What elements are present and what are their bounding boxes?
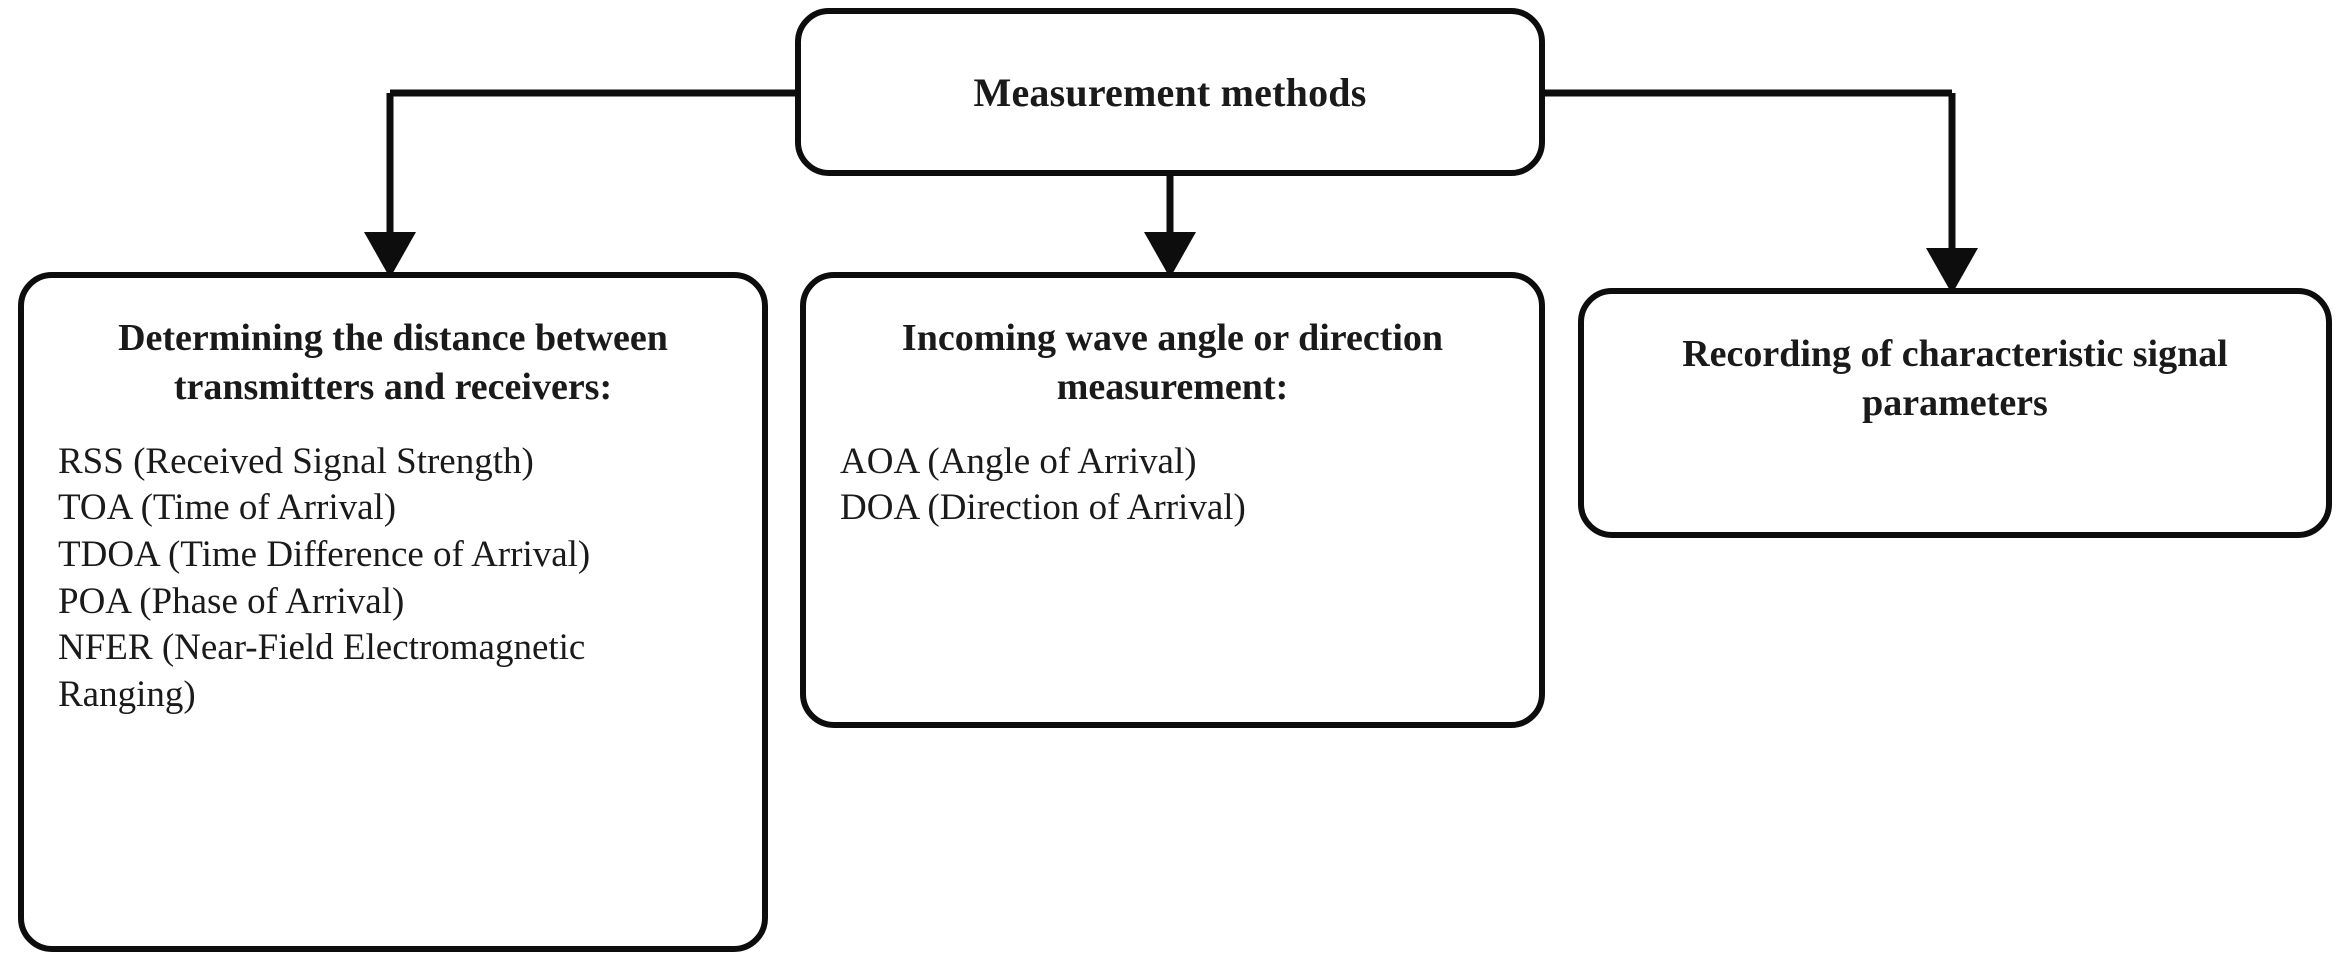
list-item: AOA (Angle of Arrival) <box>840 440 1197 482</box>
list-item: NFER (Near-Field Electromagnetic Ranging… <box>58 627 586 715</box>
branch-heading-signal-parameters: Recording of characteristic signal param… <box>1682 333 2228 425</box>
root-node[interactable]: Measurement methods <box>795 8 1545 176</box>
list-item: DOA (Direction of Arrival) <box>840 487 1246 529</box>
list-item: TDOA (Time Difference of Arrival) <box>58 534 591 575</box>
branch-items-distance: RSS (Received Signal Strength) TOA (Time… <box>58 439 728 719</box>
branch-heading-distance: Determining the distance between transmi… <box>118 317 668 409</box>
branch-node-signal-parameters[interactable]: Recording of characteristic signal param… <box>1578 288 2332 538</box>
branch-node-distance[interactable]: Determining the distance between transmi… <box>18 272 768 952</box>
list-item: POA (Phase of Arrival) <box>58 580 405 622</box>
branch-heading-angle: Incoming wave angle or direction measure… <box>901 317 1444 409</box>
branch-node-angle[interactable]: Incoming wave angle or direction measure… <box>800 272 1545 728</box>
list-item: TOA (Time of Arrival) <box>58 487 397 529</box>
branch-items-angle: AOA (Angle of Arrival) DOA (Direction of… <box>840 439 1505 532</box>
root-node-label: Measurement methods <box>973 69 1367 115</box>
list-item: RSS (Received Signal Strength) <box>58 440 534 482</box>
